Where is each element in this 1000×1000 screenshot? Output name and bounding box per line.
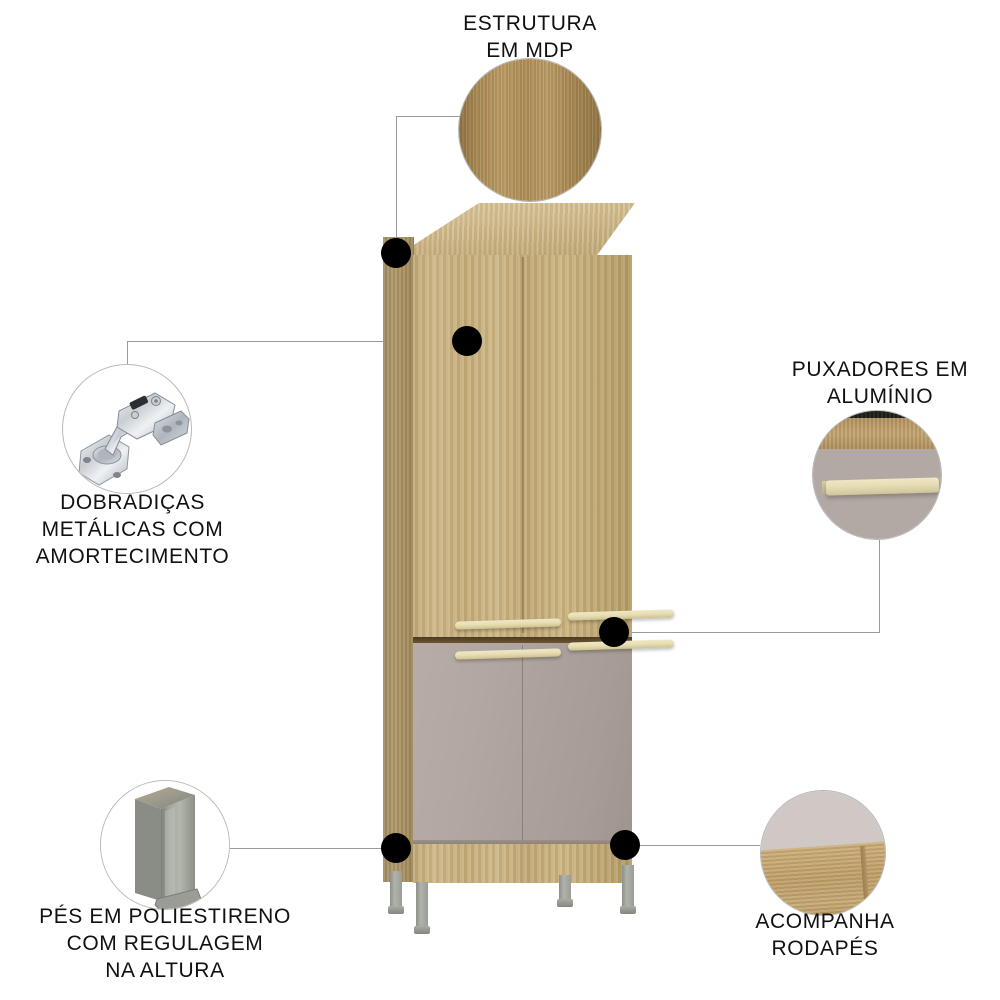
callout-circle-pes [100,780,230,910]
leader-line-rodapes-horizontal [625,845,760,846]
product-illustration [378,203,675,934]
leader-line-estrutura-vertical [396,116,397,256]
cabinet-foot-back-left [388,871,404,914]
door-gap-shadow [413,637,632,643]
connector-dot-puxadores [599,617,629,647]
aluminium-handle-swatch-icon [813,411,941,539]
callout-circle-dobradicas [62,364,192,494]
callout-label-estrutura: ESTRUTURA EM MDP [463,12,597,62]
cabinet-foot-front-left [414,882,430,934]
leader-line-dobradicas-horizontal [127,341,467,342]
leader-line-puxadores-horizontal [614,632,880,633]
leader-line-dobradicas-vertical [127,341,128,379]
connector-dot-pes [381,833,411,863]
callout-circle-puxadores [812,410,942,540]
callout-label-pes: PÉS EM POLIESTIRENO COM REGULAGEM NA ALT… [39,905,291,982]
lower-door-bottom-edge [413,840,632,844]
baseboard-swatch-icon [761,791,885,915]
wood-board-swatch-icon [459,59,601,201]
connector-dot-estrutura [381,238,411,268]
cabinet-left-side-panel [383,237,414,882]
cabinet-foot-back-right [557,875,573,907]
soft-close-hinge-icon [78,392,190,486]
upper-door-seam [522,257,524,633]
callout-label-rodapes: ACOMPANHA RODAPÉS [755,910,895,960]
connector-dot-rodapes [610,830,640,860]
callout-circle-estrutura [458,58,602,202]
connector-dot-dobradicas [452,326,482,356]
leader-line-puxadores-vertical [879,540,880,633]
leader-line-pes-horizontal [230,848,396,849]
lower-door-seam [522,645,523,841]
callout-label-puxadores: PUXADORES EM ALUMÍNIO [791,358,969,408]
cabinet-top-surface [398,203,635,255]
cabinet-foot-front-right [620,865,636,914]
leader-line-estrutura-horizontal [396,116,468,117]
polystyrene-foot-icon [135,787,202,909]
callout-label-dobradicas: DOBRADIÇAS METÁLICAS COM AMORTECIMENTO [35,491,230,568]
callout-circle-rodapes [760,790,886,916]
